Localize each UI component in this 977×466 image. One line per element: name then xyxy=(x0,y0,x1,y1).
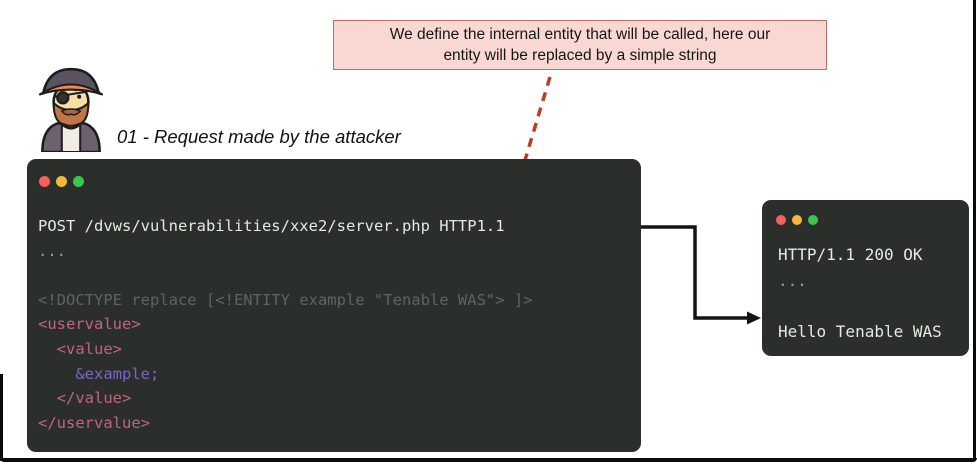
code-line: </uservalue> xyxy=(38,413,150,432)
step-caption: 01 - Request made by the attacker xyxy=(117,126,401,147)
figure-border-left xyxy=(0,374,3,461)
code-line: ... xyxy=(778,270,807,290)
annotation-line-1: We define the internal entity that will … xyxy=(389,26,771,43)
code-line: HTTP/1.1 200 OK xyxy=(778,245,923,264)
request-code-listing: POST /dvws/vulnerabilities/xxe2/server.p… xyxy=(38,214,533,435)
window-dot-zoom-icon xyxy=(808,215,818,225)
code-line: Hello Tenable WAS xyxy=(778,321,942,341)
annotation-line-2: entity will be replaced by a simple stri… xyxy=(443,47,717,64)
window-dot-close-icon xyxy=(776,215,786,225)
code-line: <uservalue> xyxy=(38,315,141,334)
code-line: &example; xyxy=(38,364,160,383)
window-controls xyxy=(39,176,84,187)
code-line xyxy=(38,263,533,288)
code-line: ... xyxy=(38,241,66,260)
pirate-attacker-icon xyxy=(38,67,104,152)
window-dot-close-icon xyxy=(39,176,50,187)
figure-border-right xyxy=(973,0,976,461)
response-code-listing: HTTP/1.1 200 OK... Hello Tenable WAS xyxy=(778,242,942,344)
request-terminal-window: POST /dvws/vulnerabilities/xxe2/server.p… xyxy=(27,159,641,452)
figure-border-bottom xyxy=(0,458,977,462)
response-terminal-window: HTTP/1.1 200 OK... Hello Tenable WAS xyxy=(762,200,969,356)
code-line: <value> xyxy=(38,339,122,358)
window-dot-minimize-icon xyxy=(56,176,67,187)
window-controls xyxy=(776,215,818,225)
annotation-callout: We define the internal entity that will … xyxy=(333,20,827,70)
code-line xyxy=(778,293,942,319)
request-to-response-arrow-icon xyxy=(641,225,761,325)
code-line: </value> xyxy=(38,389,132,408)
window-dot-zoom-icon xyxy=(73,176,84,187)
code-line: <!DOCTYPE replace [<!ENTITY example "Ten… xyxy=(38,290,533,309)
code-line: POST /dvws/vulnerabilities/xxe2/server.p… xyxy=(38,217,505,235)
window-dot-minimize-icon xyxy=(792,215,802,225)
